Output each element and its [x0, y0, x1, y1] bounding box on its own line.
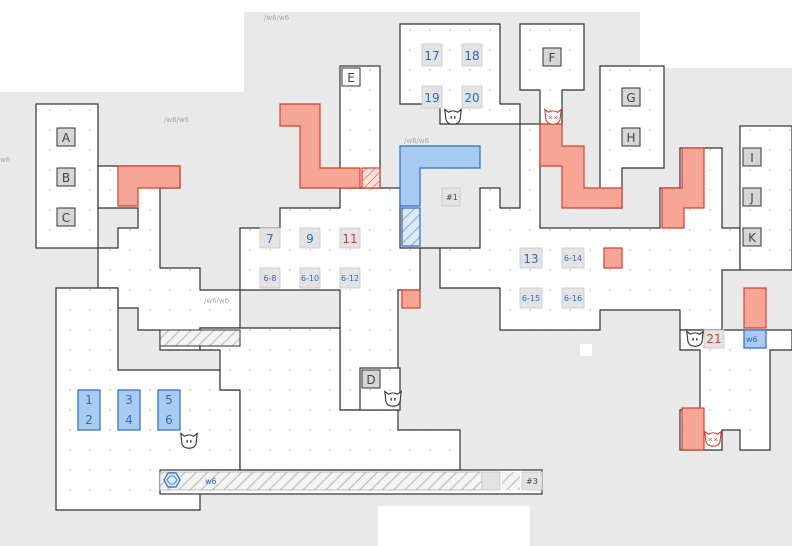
w6-tag: w6	[746, 335, 758, 344]
cat-face-icon[interactable]	[444, 108, 462, 125]
level-4[interactable]: 4	[125, 413, 133, 427]
cat-face-icon[interactable]	[686, 330, 704, 347]
blue-blocks	[77, 145, 767, 431]
cat-face-icon[interactable]	[180, 432, 198, 449]
marker-hash-1: #1	[446, 193, 458, 202]
red-l-north[interactable]	[279, 103, 361, 189]
level-6-16[interactable]: 6-16	[564, 294, 582, 303]
marker-hash-3: #3	[526, 477, 538, 486]
letter-d: D	[366, 373, 375, 387]
blue-bar-5-6[interactable]	[157, 389, 181, 431]
letter-j: J	[749, 191, 754, 205]
red-l-west[interactable]	[117, 165, 181, 207]
blue-l-block[interactable]	[399, 145, 481, 207]
red-block-far-east[interactable]	[743, 287, 767, 329]
hub-label: w6	[205, 477, 217, 486]
red-hatched-tile[interactable]	[361, 167, 381, 189]
level-5[interactable]: 5	[165, 393, 173, 407]
level-6-12[interactable]: 6-12	[341, 274, 359, 283]
red-tile-small[interactable]	[401, 289, 421, 309]
world-label-west: /w6/w6	[164, 116, 190, 124]
letter-h: H	[626, 131, 635, 145]
letter-boxes	[56, 47, 762, 389]
world-label-center: /w6/w6	[404, 137, 430, 145]
room-east	[420, 123, 741, 331]
level-21[interactable]: 21	[706, 332, 721, 346]
red-block-southeast[interactable]	[681, 407, 705, 451]
level-20[interactable]: 20	[464, 91, 479, 105]
dead-cat-icon[interactable]	[544, 108, 562, 125]
blue-bar-3-4[interactable]	[117, 389, 141, 431]
level-2[interactable]: 2	[85, 413, 93, 427]
letter-c: C	[62, 211, 70, 225]
level-11[interactable]: 11	[342, 232, 357, 246]
red-tile-east[interactable]	[603, 247, 623, 269]
letter-k: K	[748, 231, 757, 245]
red-s-north[interactable]	[539, 123, 623, 209]
letter-f: F	[549, 51, 556, 65]
blue-tile-w6[interactable]	[743, 329, 767, 349]
level-6-14[interactable]: 6-14	[564, 254, 582, 263]
room-southeast	[679, 329, 792, 451]
hatched-bar-west	[159, 329, 241, 347]
letter-g: G	[626, 91, 635, 105]
blue-hatched-tile[interactable]	[401, 207, 421, 247]
hub-hexagon-icon[interactable]	[163, 472, 181, 488]
level-13[interactable]: 13	[523, 252, 538, 266]
level-17[interactable]: 17	[424, 49, 439, 63]
letter-e: E	[347, 71, 355, 85]
cat-face-icon[interactable]	[384, 390, 402, 407]
connector-south	[199, 327, 461, 471]
level-3[interactable]: 3	[125, 393, 133, 407]
void-notch	[580, 344, 592, 356]
world-label-edge: w6	[0, 156, 11, 164]
level-18[interactable]: 18	[464, 49, 479, 63]
dead-cat-icon[interactable]	[704, 430, 722, 447]
world-label-north: /w6/w6	[264, 14, 290, 22]
level-6-10[interactable]: 6-10	[301, 274, 319, 283]
red-zigzag-east[interactable]	[661, 147, 705, 229]
level-7[interactable]: 7	[266, 232, 274, 246]
letter-i: I	[750, 151, 754, 165]
letter-a: A	[62, 131, 71, 145]
level-6-15[interactable]: 6-15	[522, 294, 540, 303]
level-6[interactable]: 6	[165, 413, 173, 427]
level-1[interactable]: 1	[85, 393, 93, 407]
level-9[interactable]: 9	[306, 232, 314, 246]
letter-b: B	[62, 171, 70, 185]
level-19[interactable]: 19	[424, 91, 439, 105]
level-6-8[interactable]: 6-8	[263, 274, 276, 283]
blue-bar-1-2[interactable]	[77, 389, 101, 431]
red-blocks	[117, 103, 767, 451]
number-tiles	[259, 43, 725, 491]
world-label-mid: /w6/w6	[204, 297, 230, 305]
hatched-bar-south-end	[502, 472, 520, 490]
